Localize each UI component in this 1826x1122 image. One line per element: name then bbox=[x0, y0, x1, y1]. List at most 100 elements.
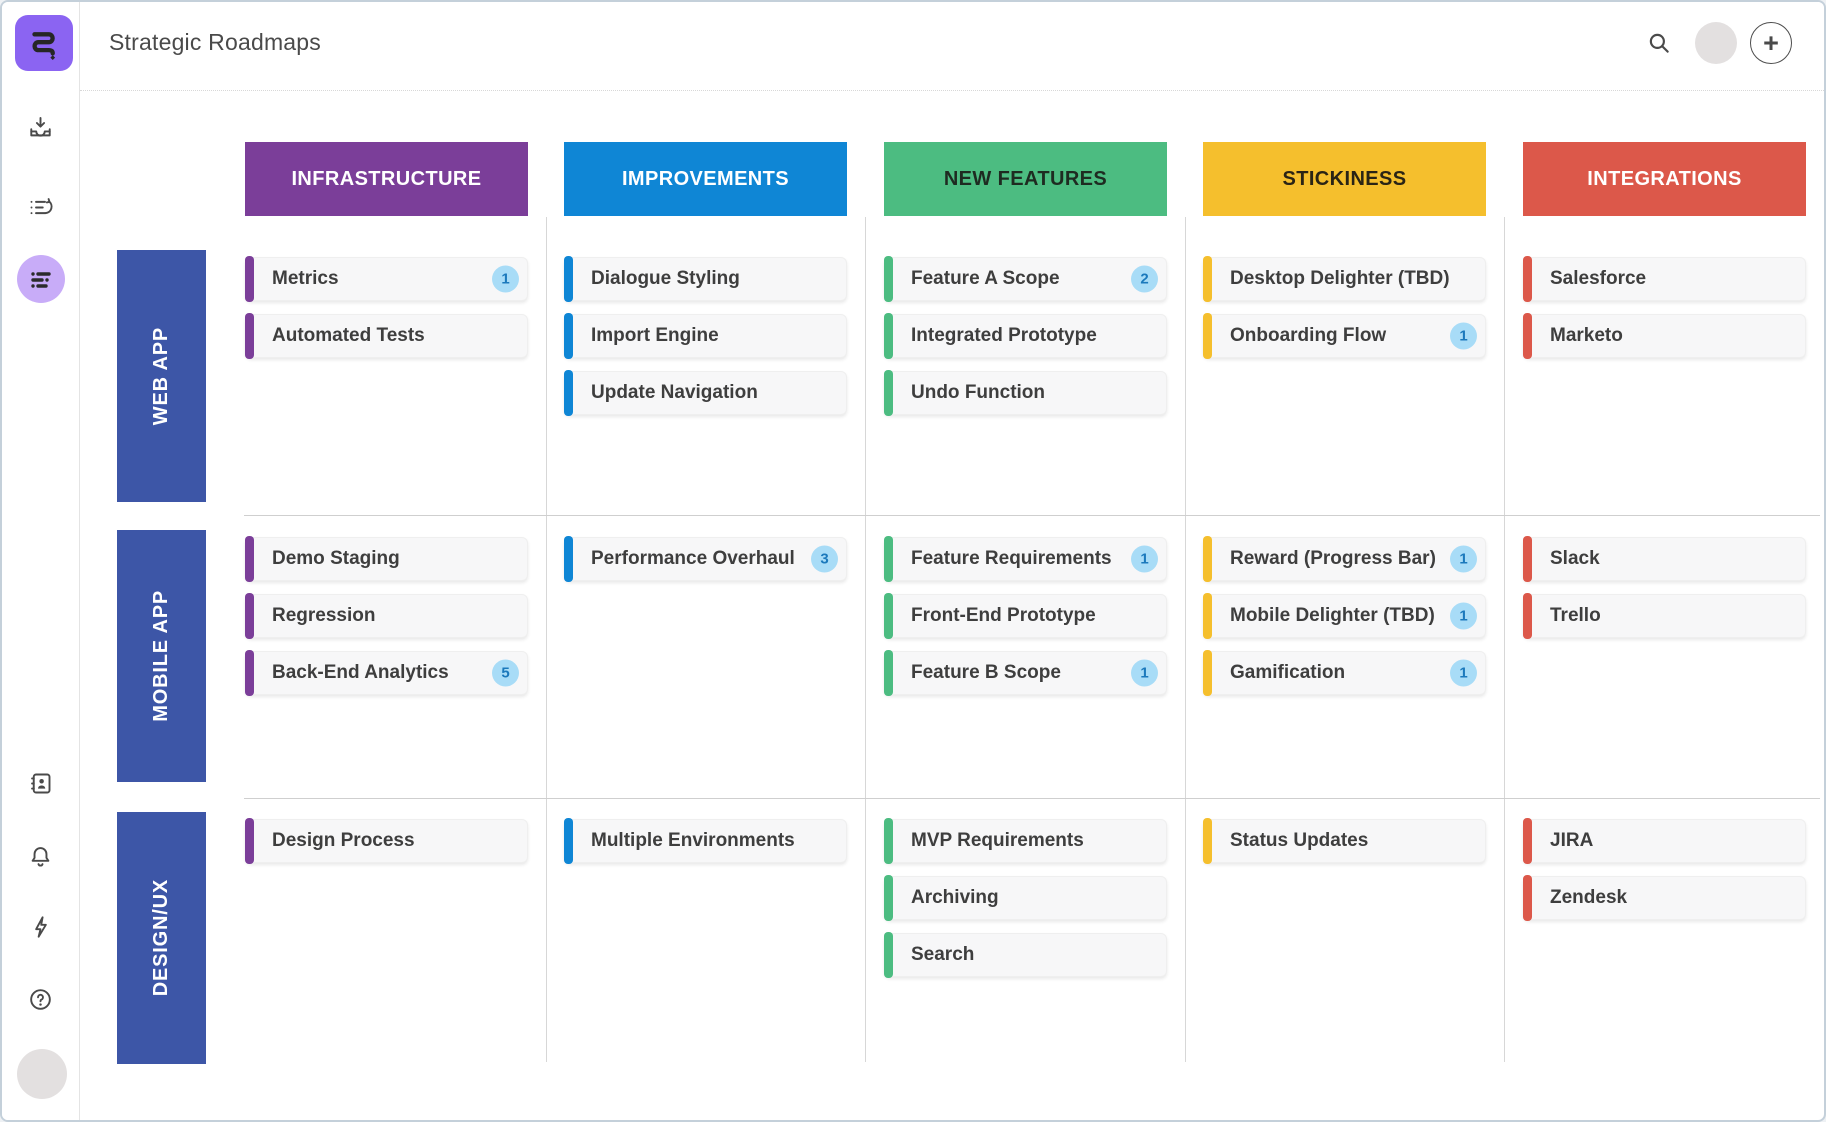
board-cell: JIRA Zendesk bbox=[1523, 812, 1806, 1064]
card-accent-stripe bbox=[1203, 313, 1212, 359]
column-header-new-features[interactable]: NEW FEATURES bbox=[884, 142, 1167, 216]
roadmap-card[interactable]: Regression bbox=[245, 593, 528, 639]
page-title: Strategic Roadmaps bbox=[109, 29, 321, 55]
roadmap-card[interactable]: Mobile Delighter (TBD)1 bbox=[1203, 593, 1486, 639]
card-title: Feature B Scope bbox=[911, 662, 1061, 683]
card-count-badge: 1 bbox=[1131, 545, 1158, 573]
add-button[interactable]: + bbox=[1750, 22, 1792, 64]
road-logo-icon bbox=[32, 32, 56, 61]
card-accent-stripe bbox=[1523, 818, 1532, 864]
card-accent-stripe bbox=[1203, 650, 1212, 696]
card-title: Gamification bbox=[1230, 662, 1346, 683]
roadmap-card[interactable]: Search bbox=[884, 932, 1167, 978]
roadmap-card[interactable]: Dialogue Styling bbox=[564, 256, 847, 302]
column-header-improvements[interactable]: IMPROVEMENTS bbox=[564, 142, 847, 216]
sidebar-item-activity[interactable] bbox=[2, 914, 79, 940]
inbox-tray-icon bbox=[30, 116, 51, 137]
card-accent-stripe bbox=[1203, 256, 1212, 302]
sidebar-item-item-list[interactable] bbox=[2, 194, 79, 221]
sidebar-item-notifications[interactable] bbox=[2, 843, 79, 870]
roadmap-board: INFRASTRUCTURE IMPROVEMENTS NEW FEATURES ST… bbox=[80, 90, 1824, 1120]
roadmap-icon bbox=[31, 272, 51, 288]
card-title: Desktop Delighter (TBD) bbox=[1230, 268, 1450, 289]
card-title: Archiving bbox=[911, 887, 999, 908]
card-count-badge: 5 bbox=[492, 659, 519, 687]
roadmap-card[interactable]: Gamification 1 bbox=[1203, 650, 1486, 696]
roadmap-card[interactable]: Desktop Delighter (TBD) bbox=[1203, 256, 1486, 302]
roadmap-card[interactable]: Slack bbox=[1523, 536, 1806, 582]
column-header-infrastructure[interactable]: INFRASTRUCTURE bbox=[245, 142, 528, 216]
roadmap-card[interactable]: Reward (Progress Bar)1 bbox=[1203, 536, 1486, 582]
search-button[interactable] bbox=[1644, 28, 1674, 58]
user-avatar[interactable] bbox=[1695, 22, 1737, 64]
card-count-badge: 1 bbox=[1450, 602, 1477, 630]
roadmap-card[interactable]: Integrated Prototype bbox=[884, 313, 1167, 359]
card-title: Feature A Scope bbox=[911, 268, 1060, 289]
card-accent-stripe bbox=[245, 313, 254, 359]
roadmap-card[interactable]: Trello bbox=[1523, 593, 1806, 639]
roadmap-card[interactable]: Zendesk bbox=[1523, 875, 1806, 921]
roadmap-card[interactable]: MVP Requirements bbox=[884, 818, 1167, 864]
card-title: Metrics bbox=[272, 268, 339, 289]
roadmap-card[interactable]: Onboarding Flow 1 bbox=[1203, 313, 1486, 359]
roadmap-card[interactable]: Metrics 1 bbox=[245, 256, 528, 302]
sidebar-profile-avatar[interactable] bbox=[17, 1049, 67, 1099]
roadmap-card[interactable]: Front-End Prototype bbox=[884, 593, 1167, 639]
app-logo[interactable] bbox=[15, 15, 73, 71]
card-accent-stripe bbox=[564, 536, 573, 582]
card-count-badge: 1 bbox=[1450, 322, 1477, 350]
bell-icon bbox=[31, 847, 50, 867]
card-accent-stripe bbox=[884, 313, 893, 359]
sidebar-item-inbox[interactable] bbox=[2, 114, 79, 141]
board-cell: Multiple Environments bbox=[564, 812, 847, 1064]
roadmap-card[interactable]: Demo Staging bbox=[245, 536, 528, 582]
roadmap-card[interactable]: Multiple Environments bbox=[564, 818, 847, 864]
row-label-web-app: WEB APP bbox=[117, 250, 206, 502]
sidebar-item-help[interactable] bbox=[2, 986, 79, 1013]
card-title: Dialogue Styling bbox=[591, 268, 740, 289]
sidebar bbox=[2, 2, 80, 1120]
roadmap-card[interactable]: Design Process bbox=[245, 818, 528, 864]
card-title: Automated Tests bbox=[272, 325, 425, 346]
column-header-integrations[interactable]: INTEGRATIONS bbox=[1523, 142, 1806, 216]
roadmap-card[interactable]: Import Engine bbox=[564, 313, 847, 359]
roadmap-card[interactable]: Status Updates bbox=[1203, 818, 1486, 864]
card-accent-stripe bbox=[564, 313, 573, 359]
card-accent-stripe bbox=[884, 593, 893, 639]
card-accent-stripe bbox=[884, 818, 893, 864]
roadmap-card[interactable]: Marketo bbox=[1523, 313, 1806, 359]
roadmap-card[interactable]: Update Navigation bbox=[564, 370, 847, 416]
card-accent-stripe bbox=[1523, 875, 1532, 921]
card-accent-stripe bbox=[884, 875, 893, 921]
card-accent-stripe bbox=[1523, 313, 1532, 359]
roadmap-card[interactable]: JIRA bbox=[1523, 818, 1806, 864]
row-label-text: DESIGN/UX bbox=[150, 879, 172, 997]
card-accent-stripe bbox=[884, 650, 893, 696]
column-header-stickiness[interactable]: STICKINESS bbox=[1203, 142, 1486, 216]
roadmap-card[interactable]: Salesforce bbox=[1523, 256, 1806, 302]
card-title: Integrated Prototype bbox=[911, 325, 1097, 346]
card-count-badge: 1 bbox=[1450, 659, 1477, 687]
roadmap-card[interactable]: Archiving bbox=[884, 875, 1167, 921]
row-divider bbox=[244, 515, 1820, 516]
card-title: Design Process bbox=[272, 830, 415, 851]
card-title: Reward (Progress Bar) bbox=[1230, 548, 1436, 569]
card-title: Trello bbox=[1550, 605, 1601, 626]
sidebar-item-roadmaps-active[interactable] bbox=[17, 255, 65, 303]
sidebar-item-contacts[interactable] bbox=[2, 770, 79, 797]
card-title: Onboarding Flow bbox=[1230, 325, 1387, 346]
card-count-badge: 1 bbox=[492, 265, 519, 293]
roadmap-card[interactable]: Automated Tests bbox=[245, 313, 528, 359]
roadmap-card[interactable]: Undo Function bbox=[884, 370, 1167, 416]
